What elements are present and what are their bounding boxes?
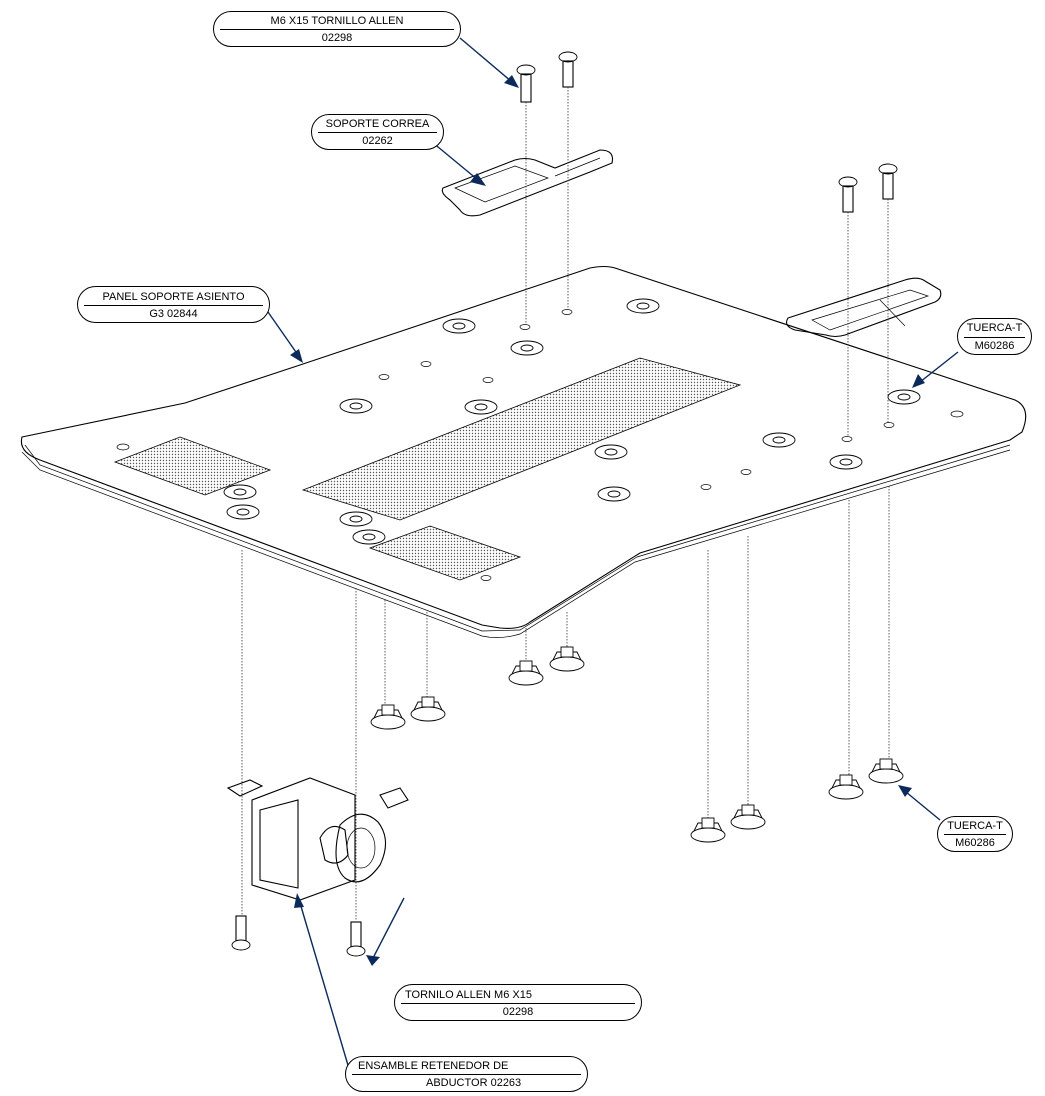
callout-screw-bottom-line1: TORNILO ALLEN M6 X15	[405, 989, 532, 1001]
screw-bottom-1	[231, 915, 251, 951]
callout-strap-support-line1: SOPORTE CORREA	[325, 118, 430, 130]
callout-screw-bottom: TORNILO ALLEN M6 X15 02298	[394, 984, 642, 1021]
callout-tnut-bottom-line2: M60286	[955, 837, 995, 849]
callout-divider	[401, 1003, 635, 1004]
abductor-retainer-assembly	[226, 777, 409, 901]
screw-right-1	[838, 176, 858, 213]
strap-support-left	[441, 149, 614, 217]
t-nuts-below	[370, 646, 904, 843]
callout-divider	[84, 305, 263, 306]
callout-seat-panel-line2: G3 02844	[149, 308, 198, 320]
screw-top-1	[516, 64, 536, 103]
callout-screw-top-line2: 02298	[321, 32, 353, 44]
leader-lines	[267, 37, 959, 1073]
screw-right-2	[878, 163, 898, 200]
callout-seat-panel: PANEL SOPORTE ASIENTO G3 02844	[77, 286, 270, 323]
callout-tnut-bottom: TUERCA-T M60286	[937, 816, 1013, 852]
callout-tnut-bottom-line1: TUERCA-T	[947, 820, 1003, 832]
callout-abductor-line2: ABDUCTOR 02263	[426, 1077, 522, 1089]
callout-divider	[944, 834, 1006, 835]
callout-abductor: ENSAMBLE RETENEDOR DE ABDUCTOR 02263	[345, 1056, 588, 1092]
callout-divider	[220, 29, 454, 30]
screw-top-2	[558, 51, 578, 88]
callout-tnut-top-line2: M60286	[974, 340, 1015, 352]
screw-bottom-2	[346, 921, 366, 957]
seat-support-panel	[20, 265, 1027, 638]
callout-seat-panel-line1: PANEL SOPORTE ASIENTO	[102, 291, 245, 303]
callout-divider	[318, 132, 437, 133]
callout-strap-support-line2: 02262	[362, 135, 393, 147]
callout-tnut-top: TUERCA-T M60286	[957, 318, 1032, 355]
callout-screw-bottom-line2: 02298	[502, 1006, 534, 1018]
callout-abductor-line1: ENSAMBLE RETENEDOR DE	[358, 1060, 509, 1072]
callout-screw-top-line1: M6 X15 TORNILLO ALLEN	[270, 15, 404, 27]
callout-strap-support: SOPORTE CORREA 02262	[311, 114, 444, 150]
assembly-centerlines	[241, 87, 890, 920]
callout-screw-top: M6 X15 TORNILLO ALLEN 02298	[213, 11, 461, 47]
strap-support-right	[786, 277, 942, 338]
callout-tnut-top-line1: TUERCA-T	[966, 322, 1023, 334]
callout-divider	[964, 337, 1025, 338]
callout-divider	[352, 1074, 581, 1075]
